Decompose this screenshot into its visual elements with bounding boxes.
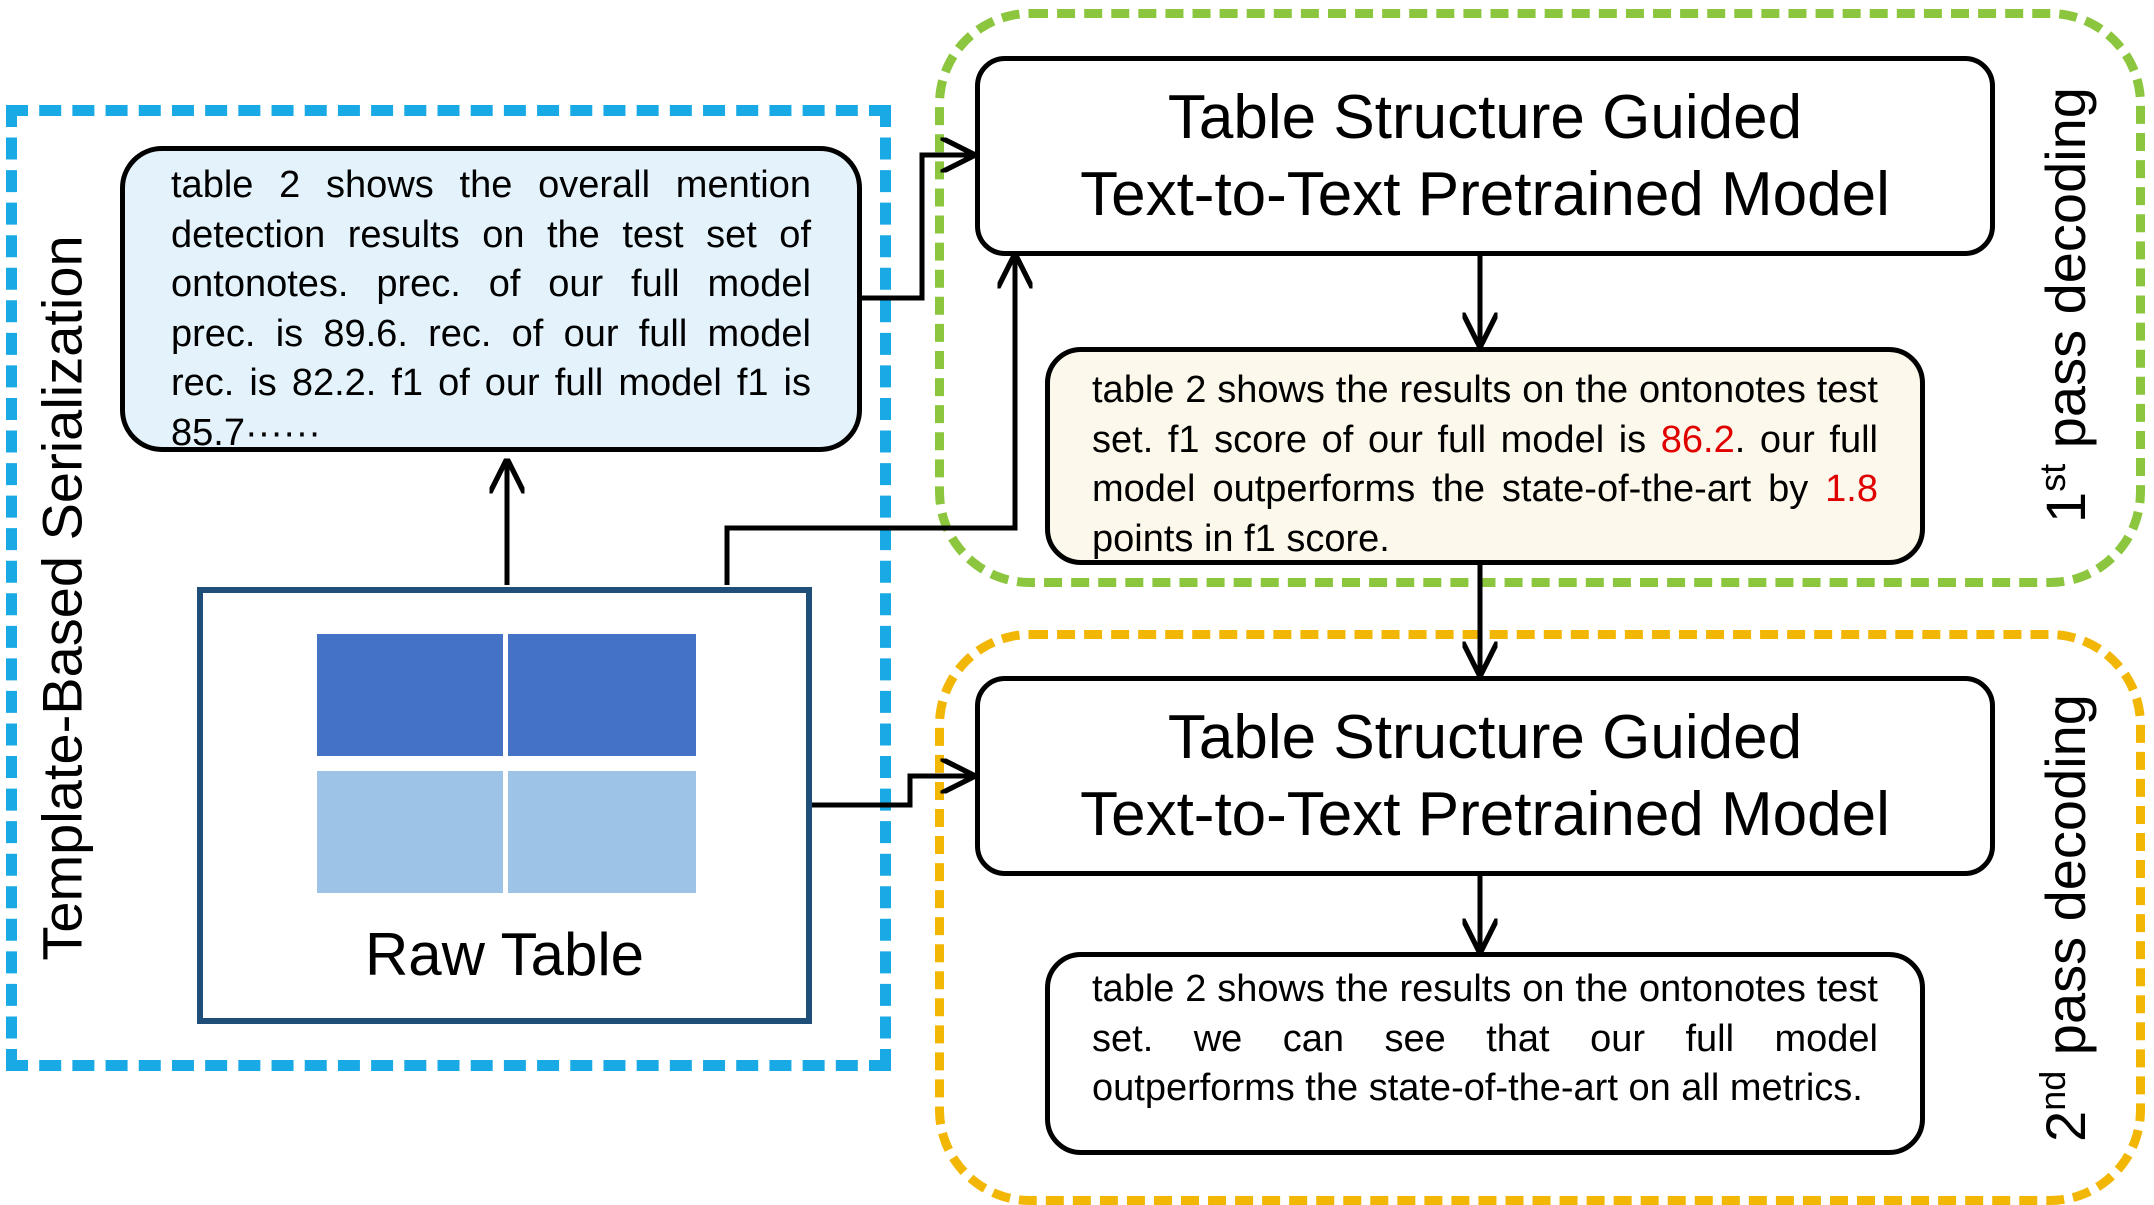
- second-pass-output-text: table 2 shows the results on the ontonot…: [1092, 968, 1878, 1109]
- second-pass-output-box: table 2 shows the results on the ontonot…: [1045, 952, 1925, 1155]
- serialization-region: [6, 105, 891, 1071]
- highlight-value-delta: 1.8: [1825, 468, 1878, 510]
- raw-table-label: Raw Table: [364, 921, 645, 988]
- model-title-line1: Table Structure Guided: [1167, 703, 1803, 772]
- first-pass-region: [935, 9, 2145, 587]
- first-pass-output-box: table 2 shows the results on the ontonot…: [1045, 347, 1925, 565]
- table-body-cell-left: [317, 771, 503, 893]
- table-header-cell-left: [317, 634, 503, 756]
- model-box-second-pass: Table Structure Guided Text-to-Text Pret…: [975, 676, 1995, 876]
- raw-table-box: [197, 587, 812, 1024]
- second-pass-region: [935, 630, 2145, 1205]
- model-title-line2: Text-to-Text Pretrained Model: [1080, 780, 1890, 849]
- model-box-first-pass: Table Structure Guided Text-to-Text Pret…: [975, 56, 1995, 256]
- serialized-text-box: table 2 shows the overall mention detect…: [120, 146, 862, 454]
- arrow-serial-to-model-top: [862, 155, 972, 301]
- arrow-raw-to-model-bottom: [812, 776, 972, 808]
- arrow-raw-to-model-top: [724, 257, 1015, 585]
- serialized-text: table 2 shows the overall mention detect…: [171, 164, 811, 454]
- table-body-cell-right: [508, 771, 696, 893]
- table-header-cell-right: [508, 634, 696, 756]
- model-title-line2: Text-to-Text Pretrained Model: [1080, 160, 1890, 229]
- model-title-line1: Table Structure Guided: [1167, 83, 1803, 152]
- highlight-value-f1: 86.2: [1660, 418, 1735, 461]
